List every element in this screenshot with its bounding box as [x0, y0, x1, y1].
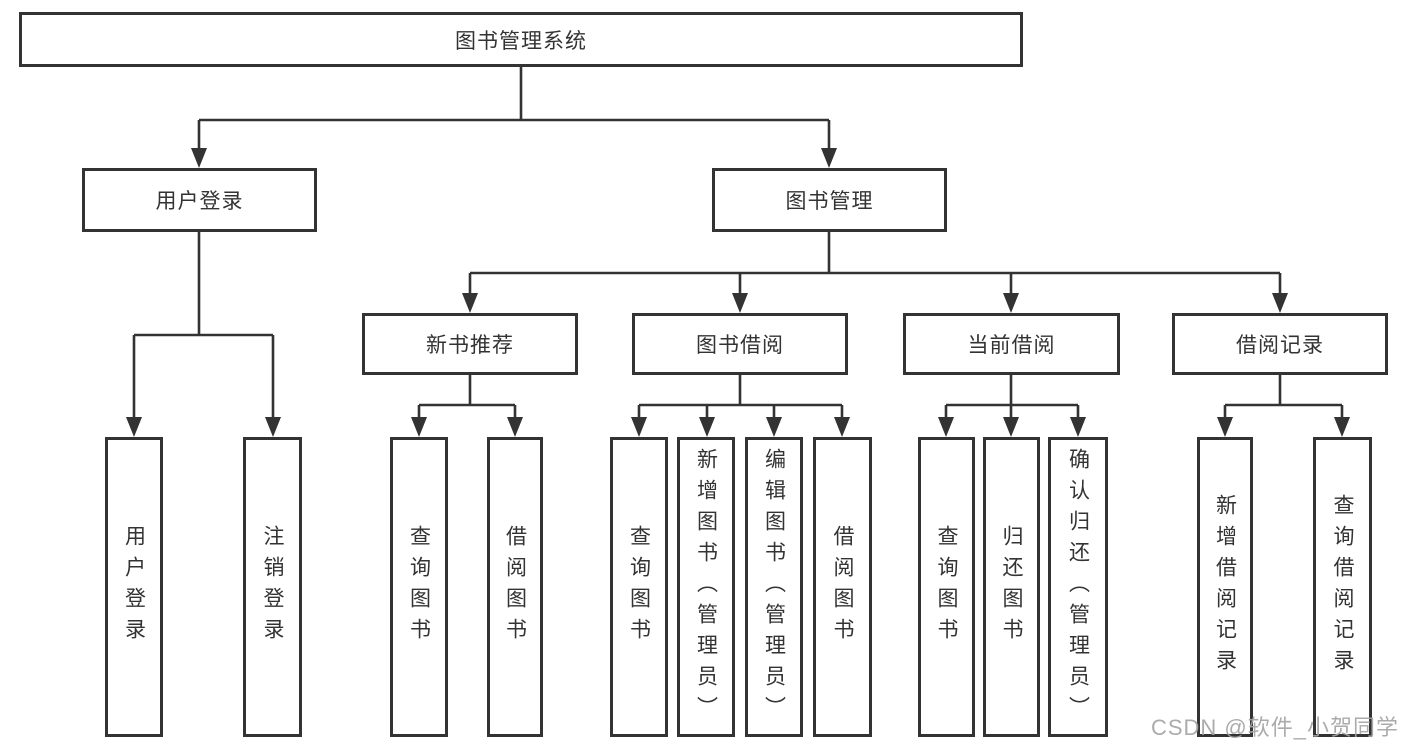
node-user-login: 用户登录	[82, 168, 317, 232]
node-rec-borrow-book-label: 借阅图书	[503, 525, 527, 649]
node-leaf-logout-label: 注销登录	[261, 525, 284, 649]
node-leaf-user-login-label: 用户登录	[122, 525, 146, 649]
node-new-book-recommend: 新书推荐	[362, 313, 578, 375]
node-borrow-records: 借阅记录	[1172, 313, 1388, 375]
node-current-borrow-label: 当前借阅	[967, 334, 1056, 357]
node-bb-borrow-book: 借阅图书	[813, 437, 872, 737]
node-bb-query-book: 查询图书	[610, 437, 668, 737]
node-current-borrow: 当前借阅	[903, 313, 1120, 375]
node-br-query-record-label: 查询借阅记录	[1331, 494, 1354, 680]
node-cb-query-book-label: 查询图书	[935, 525, 958, 649]
node-bb-query-book-label: 查询图书	[627, 525, 651, 649]
node-rec-query-book-label: 查询图书	[407, 525, 431, 649]
node-leaf-logout: 注销登录	[243, 437, 302, 737]
node-rec-borrow-book: 借阅图书	[487, 437, 543, 737]
node-bb-borrow-book-label: 借阅图书	[831, 525, 854, 649]
node-cb-return-book: 归还图书	[983, 437, 1040, 737]
node-br-query-record: 查询借阅记录	[1313, 437, 1372, 737]
node-cb-query-book: 查询图书	[918, 437, 975, 737]
node-bb-add-book-label: 新增图书（管理员）	[694, 447, 718, 727]
node-cb-confirm-return-label: 确认归还（管理员）	[1066, 447, 1090, 727]
node-book-mgmt-label: 图书管理	[785, 190, 874, 213]
node-book-mgmt: 图书管理	[712, 168, 947, 232]
node-bb-edit-book: 编辑图书（管理员）	[745, 437, 803, 737]
node-new-book-recommend-label: 新书推荐	[426, 334, 514, 357]
node-book-borrow-label: 图书借阅	[696, 334, 784, 357]
node-br-add-record: 新增借阅记录	[1197, 437, 1253, 737]
node-borrow-records-label: 借阅记录	[1236, 334, 1324, 357]
node-rec-query-book: 查询图书	[390, 437, 448, 737]
node-user-login-label: 用户登录	[155, 190, 244, 213]
node-root-label: 图书管理系统	[455, 29, 587, 53]
node-bb-add-book: 新增图书（管理员）	[677, 437, 735, 737]
node-root: 图书管理系统	[19, 12, 1023, 67]
arrowhead-icons	[126, 148, 1350, 437]
node-br-add-record-label: 新增借阅记录	[1213, 494, 1237, 680]
node-book-borrow: 图书借阅	[632, 313, 848, 375]
node-leaf-user-login: 用户登录	[105, 437, 163, 737]
node-cb-confirm-return: 确认归还（管理员）	[1048, 437, 1108, 737]
node-bb-edit-book-label: 编辑图书（管理员）	[762, 447, 786, 727]
node-cb-return-book-label: 归还图书	[1000, 525, 1023, 649]
